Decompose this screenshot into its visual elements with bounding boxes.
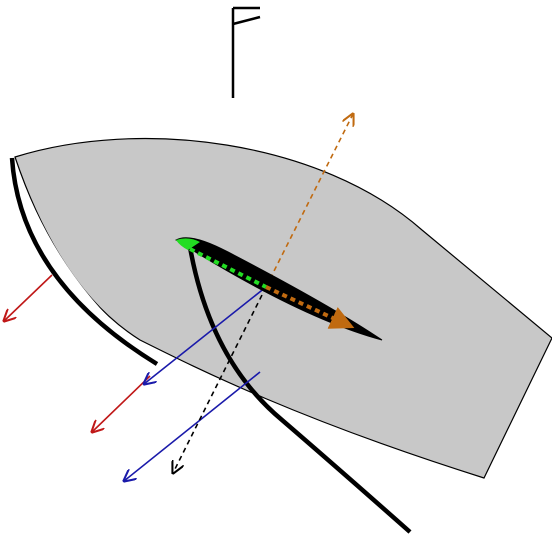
brown-dashed-chord: [265, 285, 355, 329]
red-arrow-upper: [4, 274, 53, 321]
blue-arrow-upper: [144, 286, 267, 384]
sail-leading-edge: [176, 238, 200, 250]
blue-arrow-lower: [124, 371, 261, 481]
red-arrow-lower: [92, 375, 151, 432]
black-dashed-arrow: [173, 286, 267, 473]
stern-curve-line: [9, 157, 159, 366]
wind-flag-icon: [231, 6, 261, 98]
boat-hull: [14, 137, 552, 479]
boom-curve-line: [187, 246, 412, 534]
